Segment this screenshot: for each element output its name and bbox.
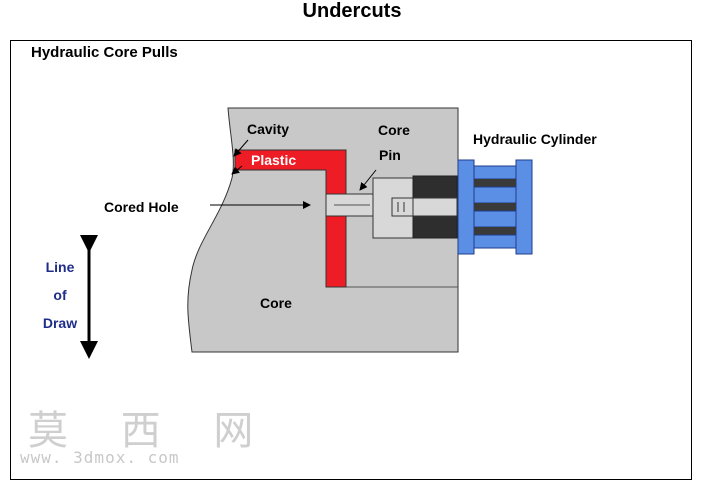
cylinder-housing-top bbox=[412, 175, 458, 199]
cylinder-flange-left bbox=[457, 159, 475, 255]
watermark-text: 莫 西 网 bbox=[28, 408, 274, 454]
cylinder-bar-4 bbox=[474, 203, 516, 211]
slide-heading: Hydraulic Core Pulls bbox=[31, 44, 178, 61]
page-title: Undercuts bbox=[302, 0, 402, 22]
label-line-of-draw-3: Draw bbox=[42, 315, 78, 331]
cylinder-bar-1 bbox=[473, 165, 517, 180]
cylinder-rod bbox=[412, 197, 458, 217]
cavity-pointer bbox=[233, 139, 249, 157]
label-core-pin-line1: Core bbox=[378, 122, 410, 138]
plastic-pointer bbox=[231, 165, 243, 175]
cylinder-bar-6 bbox=[474, 227, 516, 235]
label-core: Core bbox=[260, 295, 292, 311]
watermark-url: www. 3dmox. com bbox=[20, 448, 180, 467]
cylinder-bar-5 bbox=[473, 210, 517, 228]
pin-coupling bbox=[391, 197, 415, 217]
cylinder-bar-7 bbox=[473, 234, 517, 249]
label-cavity: Cavity bbox=[247, 121, 290, 137]
core-pin-arrow bbox=[359, 169, 377, 191]
core-pull-diagram bbox=[80, 107, 533, 359]
label-plastic: Plastic bbox=[251, 152, 297, 168]
cylinder-bar-3 bbox=[473, 186, 517, 204]
label-core-pin-line2: Pin bbox=[379, 147, 401, 163]
label-line-of-draw-1: Line bbox=[45, 259, 75, 275]
cylinder-housing-bottom bbox=[412, 215, 458, 239]
label-cored-hole: Cored Hole bbox=[104, 199, 179, 215]
cylinder-bar-2 bbox=[474, 179, 516, 187]
label-line-of-draw-2: of bbox=[53, 287, 67, 303]
label-hydraulic-cylinder: Hydraulic Cylinder bbox=[473, 131, 597, 147]
cylinder-flange-right bbox=[515, 159, 533, 255]
